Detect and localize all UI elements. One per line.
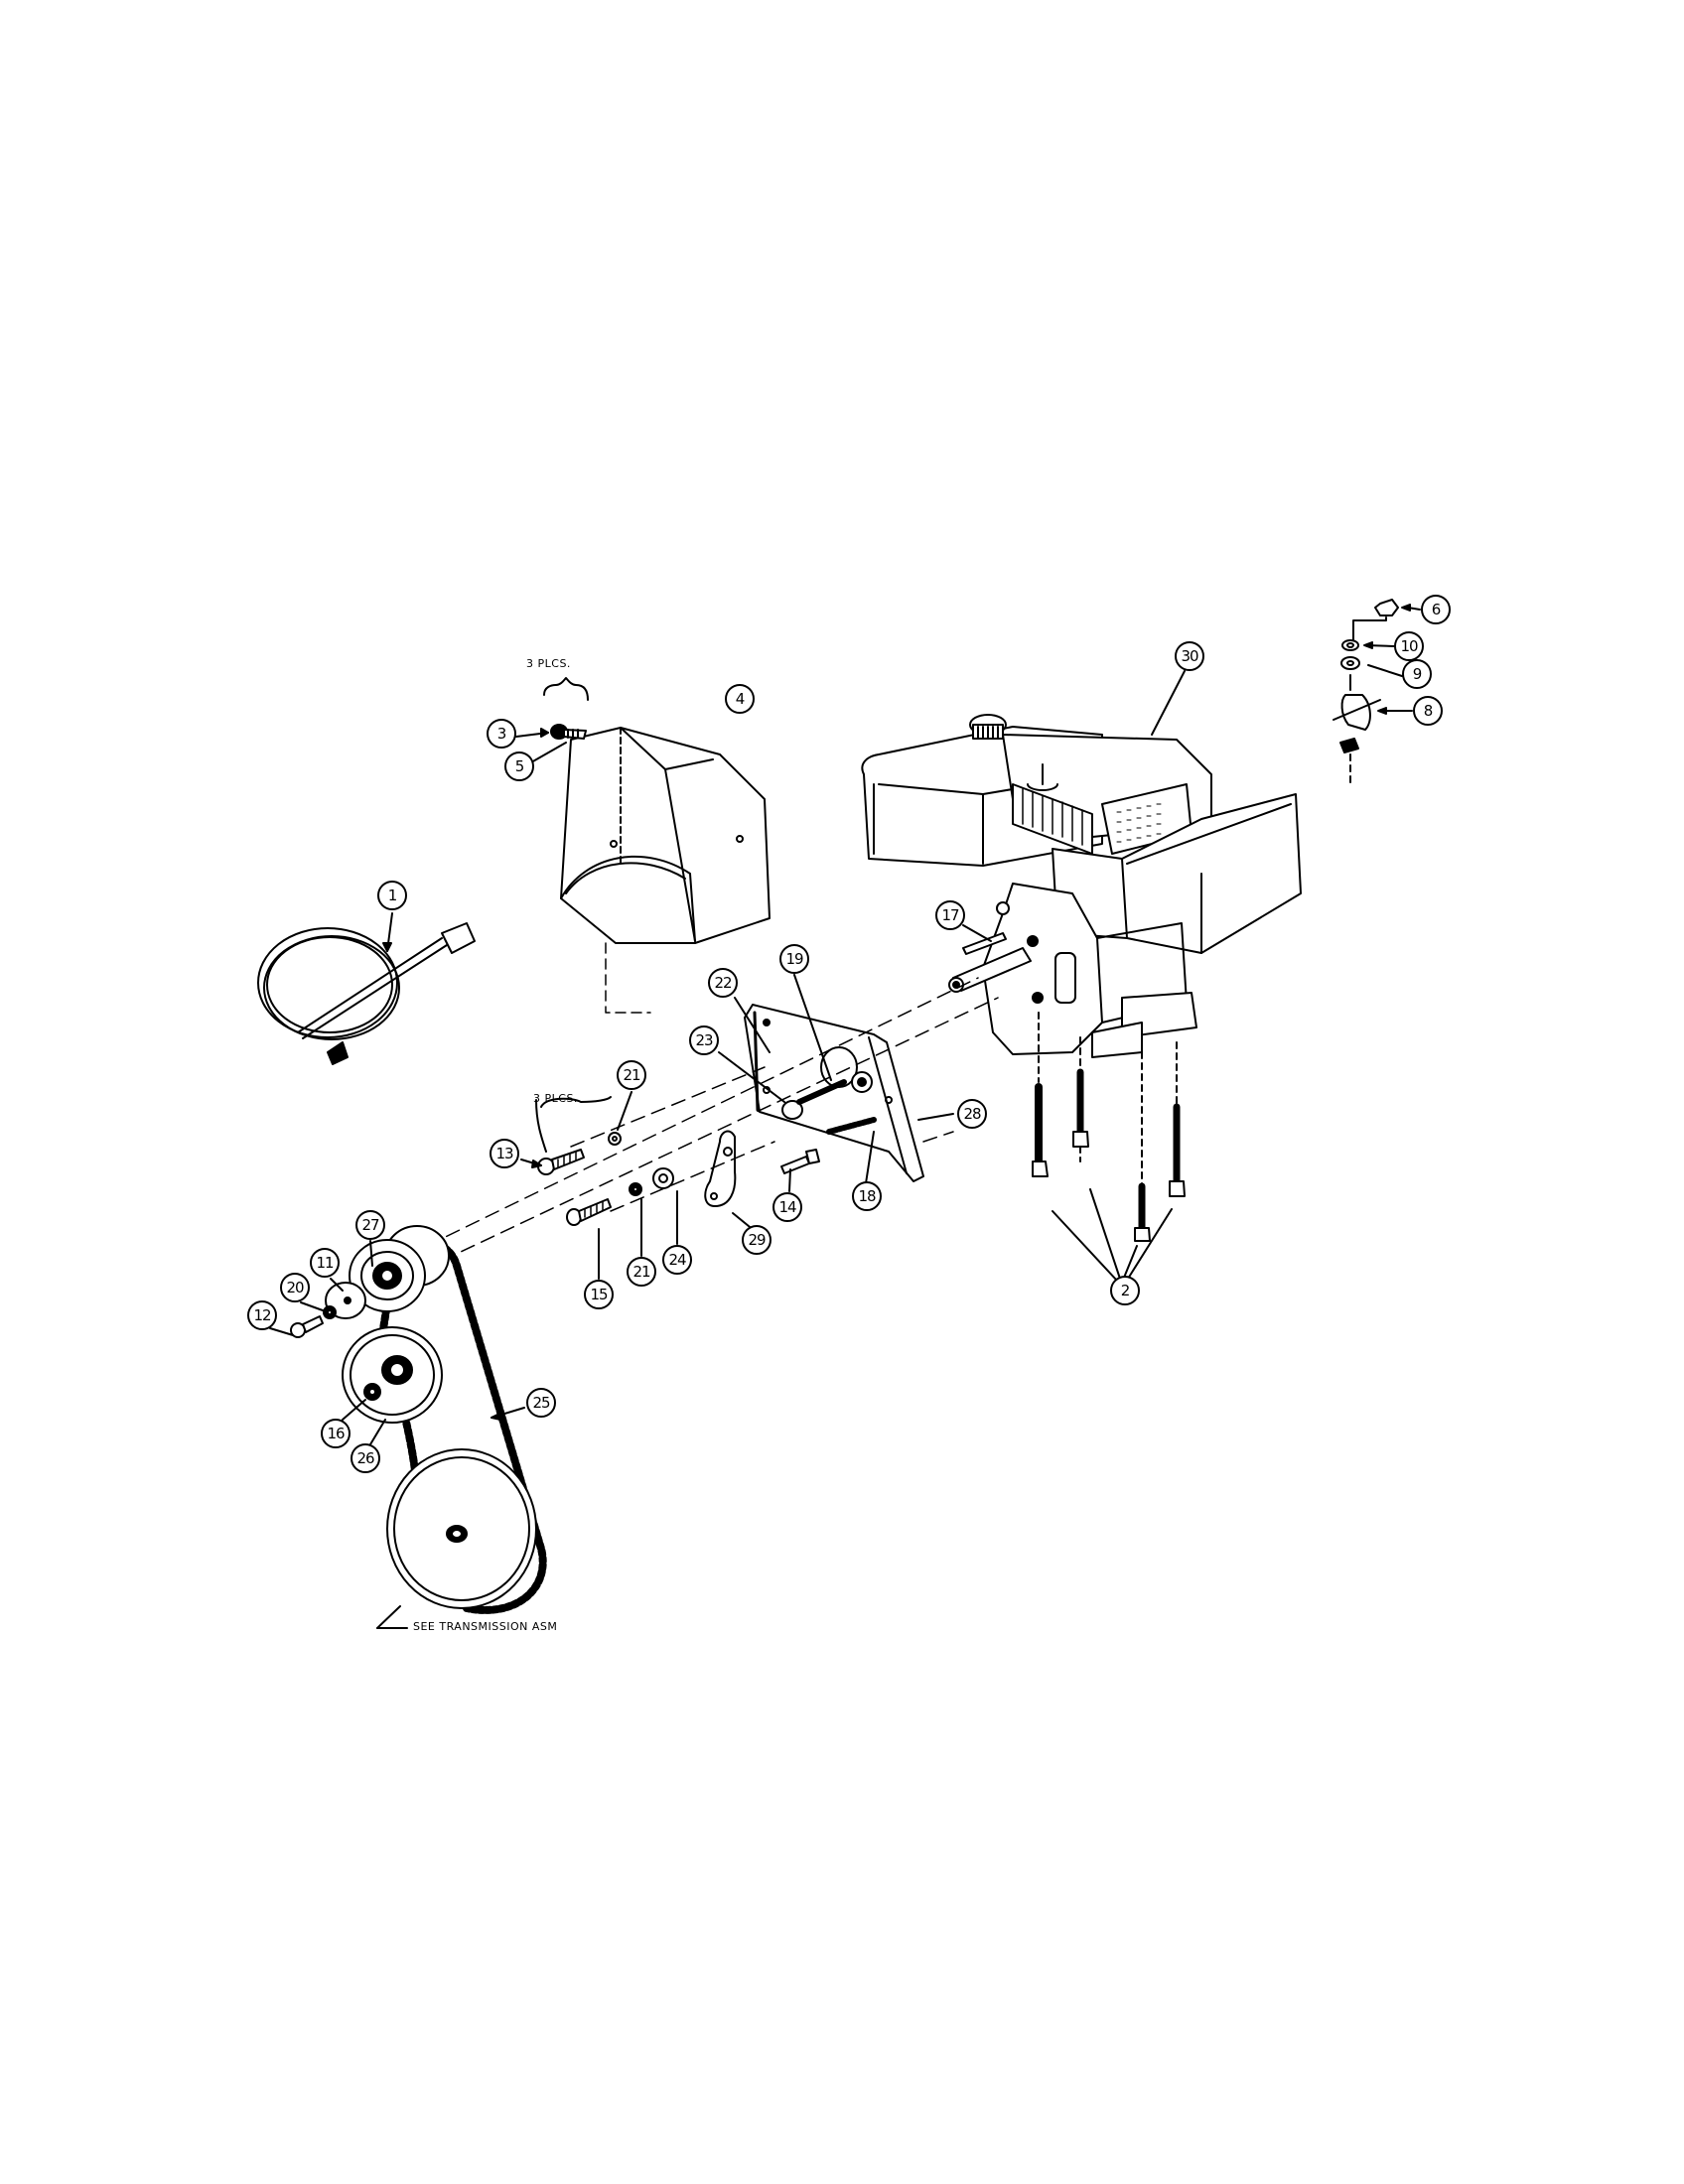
engine-hardware <box>1333 599 1421 785</box>
callout-18: 18 <box>852 1181 882 1211</box>
callout-6: 6 <box>1421 595 1451 624</box>
callout-1: 1 <box>377 881 407 910</box>
callout-16: 16 <box>321 1419 351 1448</box>
note-see-transmission: SEE TRANSMISSION ASM <box>413 1620 558 1633</box>
callout-12: 12 <box>247 1300 277 1330</box>
bolts-washers <box>520 1091 678 1280</box>
callout-5: 5 <box>504 751 534 781</box>
engine <box>861 670 1302 1058</box>
callout-29: 29 <box>742 1225 772 1255</box>
callout-14: 14 <box>772 1192 802 1222</box>
callout-3: 3 <box>487 719 516 749</box>
callout-28: 28 <box>957 1099 987 1129</box>
mounting-bolts <box>1032 1012 1186 1282</box>
callout-23: 23 <box>689 1025 719 1055</box>
callout-11: 11 <box>310 1248 340 1278</box>
callout-19: 19 <box>779 944 809 974</box>
note-3-plcs-mid: 3 PLCS. <box>533 1092 578 1105</box>
callout-21-bottom: 21 <box>627 1257 656 1287</box>
callout-26: 26 <box>351 1443 380 1473</box>
callout-9: 9 <box>1402 659 1432 689</box>
note-3-plcs-top: 3 PLCS. <box>526 657 571 670</box>
callout-2: 2 <box>1110 1276 1140 1305</box>
callout-17: 17 <box>935 900 965 930</box>
belt-guard <box>560 727 771 1014</box>
callout-21-top: 21 <box>617 1060 646 1090</box>
callout-4: 4 <box>725 684 755 714</box>
screw-washer-top <box>515 677 589 763</box>
callout-15: 15 <box>584 1280 614 1309</box>
callout-30: 30 <box>1175 641 1204 671</box>
callout-13: 13 <box>490 1139 519 1168</box>
callout-10: 10 <box>1394 631 1424 661</box>
callout-24: 24 <box>662 1245 692 1275</box>
mounting-plate <box>704 924 992 1232</box>
callout-8: 8 <box>1413 696 1443 726</box>
pulleys-belt <box>269 1225 547 1629</box>
power-cord <box>257 912 476 1065</box>
callout-20: 20 <box>280 1273 310 1302</box>
assembly-lines <box>426 977 999 1262</box>
callout-25: 25 <box>526 1388 556 1418</box>
callout-27: 27 <box>355 1210 385 1240</box>
callout-22: 22 <box>708 968 738 998</box>
